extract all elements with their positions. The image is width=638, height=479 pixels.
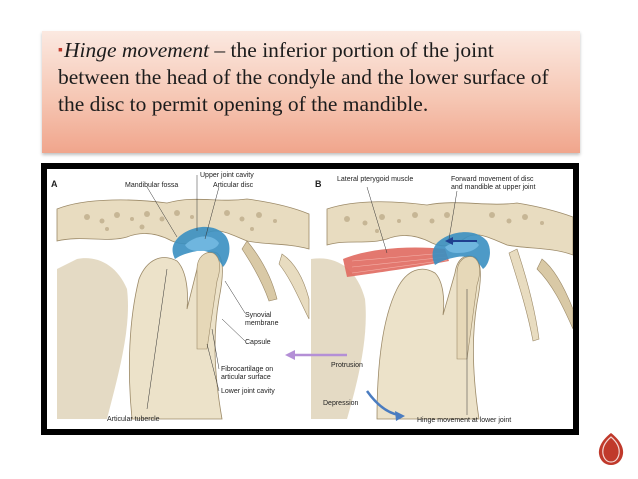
label-articular-tubercle: Articular tubercle bbox=[107, 416, 160, 423]
label-upper-joint-cavity: Upper joint cavity bbox=[200, 172, 254, 179]
label-hinge-movement: Hinge movement at lower joint bbox=[417, 417, 511, 424]
flame-badge-icon bbox=[597, 432, 625, 466]
panel-a: A Upper joint cavity Mandibular fossa Ar… bbox=[47, 169, 310, 429]
term-definition: – the inferior portion of the joint betw… bbox=[58, 38, 549, 116]
label-synovial-2: membrane bbox=[245, 320, 279, 327]
label-articular-disc: Articular disc bbox=[213, 182, 254, 189]
tmj-figure-frame: A Upper joint cavity Mandibular fossa Ar… bbox=[41, 163, 579, 435]
panel-b-letter: B bbox=[315, 179, 322, 189]
panel-b: B Lateral pterygoid muscle Forward movem… bbox=[285, 169, 573, 429]
label-lower-joint-cavity: Lower joint cavity bbox=[221, 388, 275, 395]
label-synovial-1: Synovial bbox=[245, 312, 272, 319]
label-fibrocartilage-1: Fibrocartilage on bbox=[221, 366, 273, 373]
panel-a-letter: A bbox=[51, 179, 58, 189]
slide-text-box: ▪Hinge movement – the inferior portion o… bbox=[42, 31, 580, 153]
lateral-pterygoid-muscle bbox=[343, 247, 449, 277]
label-depression: Depression bbox=[323, 400, 359, 407]
term-hinge-movement: Hinge movement bbox=[63, 38, 210, 62]
label-lateral-pterygoid: Lateral pterygoid muscle bbox=[337, 176, 413, 183]
label-forward-movement-1: Forward movement of disc bbox=[451, 176, 534, 183]
bullet-icon: ▪ bbox=[58, 43, 63, 58]
tmj-illustration: A Upper joint cavity Mandibular fossa Ar… bbox=[47, 169, 573, 429]
label-mandibular-fossa: Mandibular fossa bbox=[125, 182, 178, 189]
label-capsule: Capsule bbox=[245, 339, 271, 346]
label-fibrocartilage-2: articular surface bbox=[221, 374, 271, 381]
tmj-figure: A Upper joint cavity Mandibular fossa Ar… bbox=[47, 169, 573, 429]
hinge-movement-paragraph: ▪Hinge movement – the inferior portion o… bbox=[58, 37, 568, 118]
label-forward-movement-2: and mandible at upper joint bbox=[451, 184, 536, 191]
label-protrusion: Protrusion bbox=[331, 362, 363, 369]
